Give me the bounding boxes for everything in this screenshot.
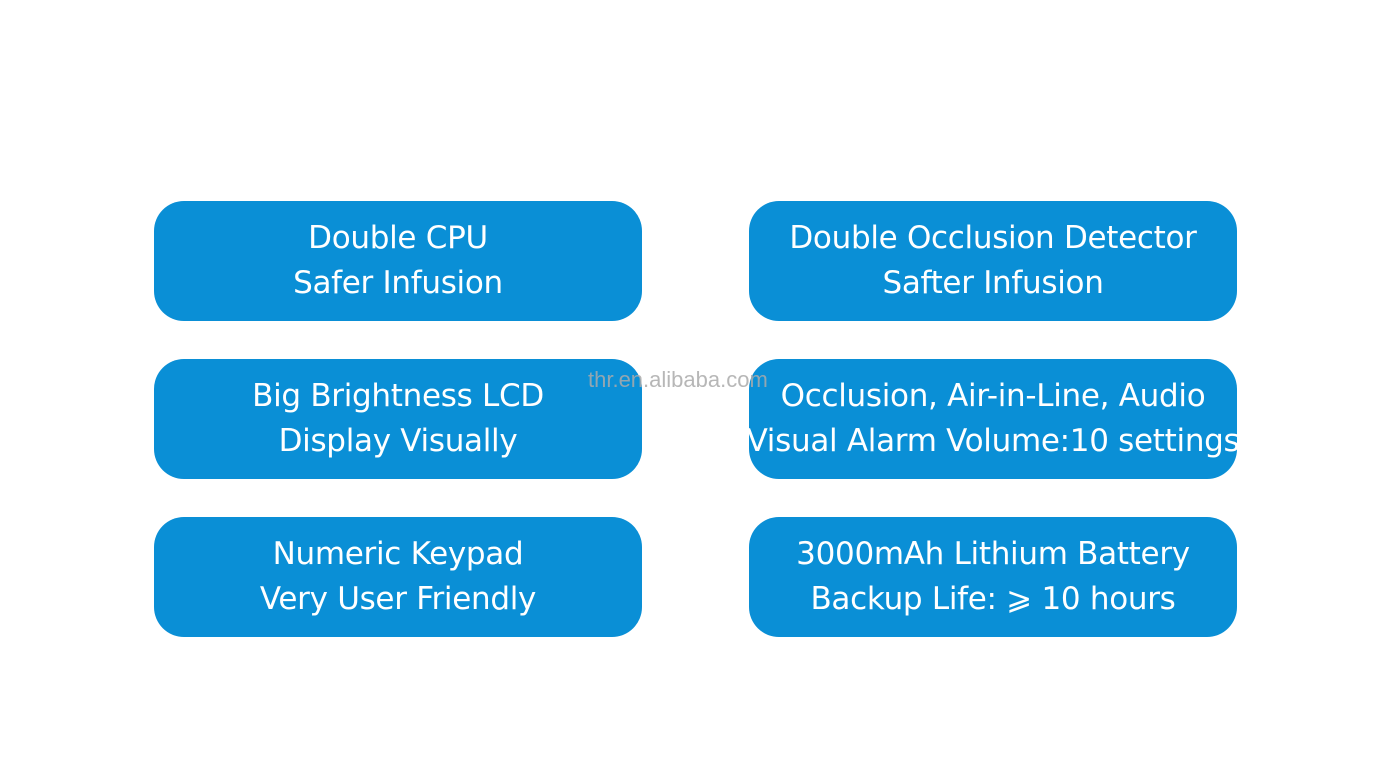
feature-title: Occlusion, Air-in-Line, Audio — [780, 378, 1206, 414]
feature-subtitle: Visual Alarm Volume:10 settings — [746, 423, 1240, 459]
feature-title: Big Brightness LCD — [252, 378, 544, 414]
feature-title: Numeric Keypad — [272, 536, 524, 572]
feature-subtitle: Safter Infusion — [882, 265, 1104, 301]
feature-card-double-cpu: Double CPU Safer Infusion — [154, 201, 642, 321]
feature-subtitle: Backup Life: ⩾ 10 hours — [810, 581, 1176, 617]
feature-title: 3000mAh Lithium Battery — [796, 536, 1190, 572]
feature-subtitle: Safer Infusion — [293, 265, 503, 301]
feature-title: Double Occlusion Detector — [789, 220, 1197, 256]
feature-card-double-occlusion-detector: Double Occlusion Detector Safter Infusio… — [749, 201, 1237, 321]
feature-card-alarms: Occlusion, Air-in-Line, Audio Visual Ala… — [746, 359, 1240, 479]
feature-card-battery: 3000mAh Lithium Battery Backup Life: ⩾ 1… — [749, 517, 1237, 637]
feature-subtitle: Very User Friendly — [259, 581, 537, 617]
feature-subtitle: Display Visually — [278, 423, 518, 459]
feature-card-numeric-keypad: Numeric Keypad Very User Friendly — [154, 517, 642, 637]
feature-card-lcd-display: Big Brightness LCD Display Visually — [154, 359, 642, 479]
feature-title: Double CPU — [308, 220, 488, 256]
